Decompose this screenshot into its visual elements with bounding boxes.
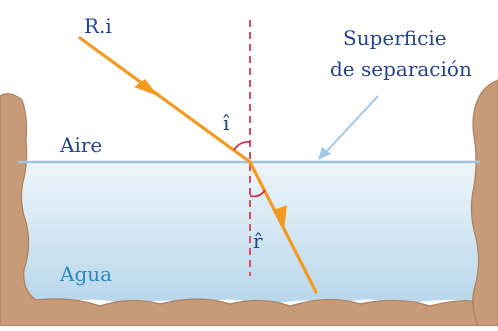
surface-label-line2: de separación — [330, 57, 472, 81]
incident-ray — [80, 38, 250, 162]
surface-pointer-line — [326, 96, 378, 152]
incidence-angle-arc — [234, 142, 250, 150]
incidence-angle-label: î — [223, 111, 230, 135]
incident-ray-label: R.i — [84, 14, 112, 38]
surface-label-line1: Superficie — [343, 26, 447, 50]
water-label: Agua — [59, 262, 112, 286]
refraction-angle-label: r̂ — [253, 229, 263, 253]
air-label: Aire — [59, 133, 102, 157]
right-bank — [471, 80, 498, 326]
